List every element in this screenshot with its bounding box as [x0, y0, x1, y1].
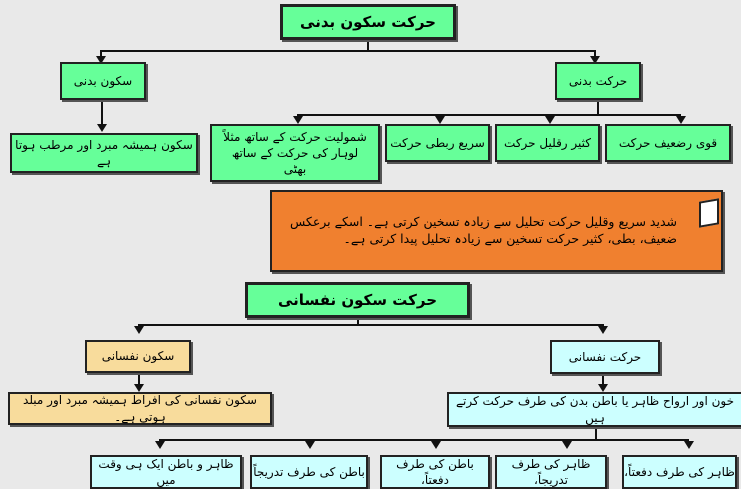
- arrow-icon: [590, 56, 600, 64]
- connector: [100, 50, 102, 58]
- title-physical-motion-rest: حرکت سکون بدنی: [280, 4, 456, 40]
- connector: [100, 50, 596, 52]
- title-psychic-motion-rest: حرکت سکون نفسانی: [245, 282, 470, 318]
- node-psychic-motion-type: باطن کی طرف دفعتاً،: [380, 455, 490, 489]
- arrow-icon: [155, 441, 165, 449]
- connector: [594, 50, 596, 58]
- node-motion-type: سریع ربطی حرکت: [385, 124, 490, 162]
- arrow-icon: [545, 116, 555, 124]
- arrow-icon: [305, 441, 315, 449]
- connector: [357, 318, 359, 326]
- node-rest-description: سکون ہمیشہ مبرد اور مرطب ہوتا ہے: [10, 133, 198, 173]
- connector: [297, 114, 681, 116]
- arrow-icon: [598, 326, 608, 334]
- node-motion-type: قوی رضعیف حرکت: [605, 124, 731, 162]
- connector: [597, 100, 599, 116]
- node-psychic-motion-type: باطن کی طرف تدریجاً: [250, 455, 368, 489]
- arrow-icon: [684, 441, 694, 449]
- arrow-icon: [562, 441, 572, 449]
- node-psychic-motion: حرکت نفسانی: [550, 340, 660, 374]
- node-psychic-motion-type: ظاہر کی طرف تدریجاً،: [495, 455, 607, 489]
- note-icon: [699, 198, 719, 228]
- arrow-icon: [293, 116, 303, 124]
- node-motion-type: شمولیت حرکت کے ساتھ مثلاً لوہار کی حرکت …: [210, 124, 380, 182]
- arrow-icon: [97, 124, 107, 132]
- connector: [138, 372, 140, 384]
- arrow-icon: [431, 441, 441, 449]
- arrow-icon: [96, 56, 106, 64]
- note-box: شدید سریع وقلیل حرکت تحلیل سے زیادہ تسخی…: [270, 190, 723, 272]
- connector: [101, 100, 103, 126]
- connector: [595, 426, 597, 440]
- arrow-icon: [134, 384, 144, 392]
- connector: [602, 374, 604, 384]
- arrow-icon: [134, 326, 144, 334]
- node-psychic-motion-type: ظاہر کی طرف دفعتاً،: [622, 455, 737, 489]
- node-motion-type: کثیر رقلیل حرکت: [495, 124, 600, 162]
- node-physical-motion: حرکت بدنی: [555, 62, 641, 100]
- node-psychic-motion-description: خون اور ارواح ظاہر یا باطن بدن کی طرف حر…: [447, 392, 741, 427]
- connector: [159, 439, 689, 441]
- connector: [367, 40, 369, 52]
- node-psychic-rest-description: سکون نفسانی کی افراط ہمیشہ مبرد اور مبلد…: [8, 392, 272, 425]
- arrow-icon: [598, 384, 608, 392]
- node-psychic-rest: سکون نفسانی: [85, 340, 191, 373]
- connector: [138, 324, 604, 326]
- arrow-icon: [676, 116, 686, 124]
- node-physical-rest: سکون بدنی: [60, 62, 146, 100]
- arrow-icon: [435, 116, 445, 124]
- node-psychic-motion-type: ظاہر و باطن ایک ہی وقت میں: [90, 455, 242, 489]
